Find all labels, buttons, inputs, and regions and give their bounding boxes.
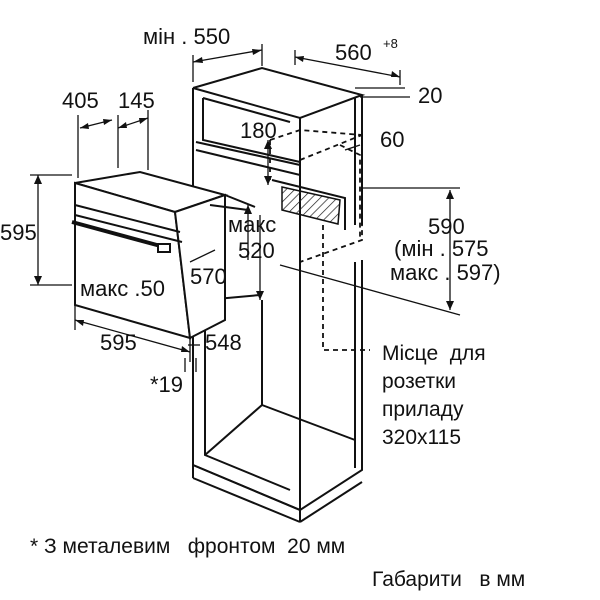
label-548: 548 (205, 330, 242, 355)
arrowheads (34, 49, 454, 352)
dimension-lines (30, 44, 461, 372)
cabinet (192, 66, 366, 523)
label-max-520-line2: 520 (238, 238, 275, 263)
label-180: 180 (240, 118, 277, 143)
label-max-50: макс .50 (80, 276, 165, 301)
label-max-520-line1: макс (228, 212, 276, 237)
vent-hatch (271, 179, 346, 230)
oven (71, 170, 256, 340)
label-570: 570 (190, 264, 227, 289)
units-note: Габарити в мм (372, 568, 526, 591)
label-145: 145 (118, 88, 155, 113)
label-20: 20 (418, 83, 442, 108)
footnote: * З металевим фронтом 20 мм (30, 535, 346, 558)
dimension-labels: мін . 550 560 +8 20 405 145 180 60 595 м… (0, 24, 501, 397)
socket-line-3: приладу (382, 398, 464, 421)
label-niche-min: (мін . 575 (394, 236, 489, 261)
socket-line-2: розетки (382, 370, 457, 393)
label-590: 590 (428, 214, 465, 239)
socket-line-1: Місце для (382, 342, 486, 365)
label-min-550: мін . 550 (143, 24, 230, 49)
label-595-height: 595 (0, 220, 37, 245)
label-niche-max: макс . 597) (390, 260, 501, 285)
label-60: 60 (380, 127, 404, 152)
socket-line-4: 320x115 (382, 426, 462, 449)
label-560: 560 (335, 40, 372, 65)
label-595-width: 595 (100, 330, 137, 355)
label-19: *19 (150, 372, 183, 397)
label-560-tolerance: +8 (383, 36, 398, 51)
label-405: 405 (62, 88, 99, 113)
